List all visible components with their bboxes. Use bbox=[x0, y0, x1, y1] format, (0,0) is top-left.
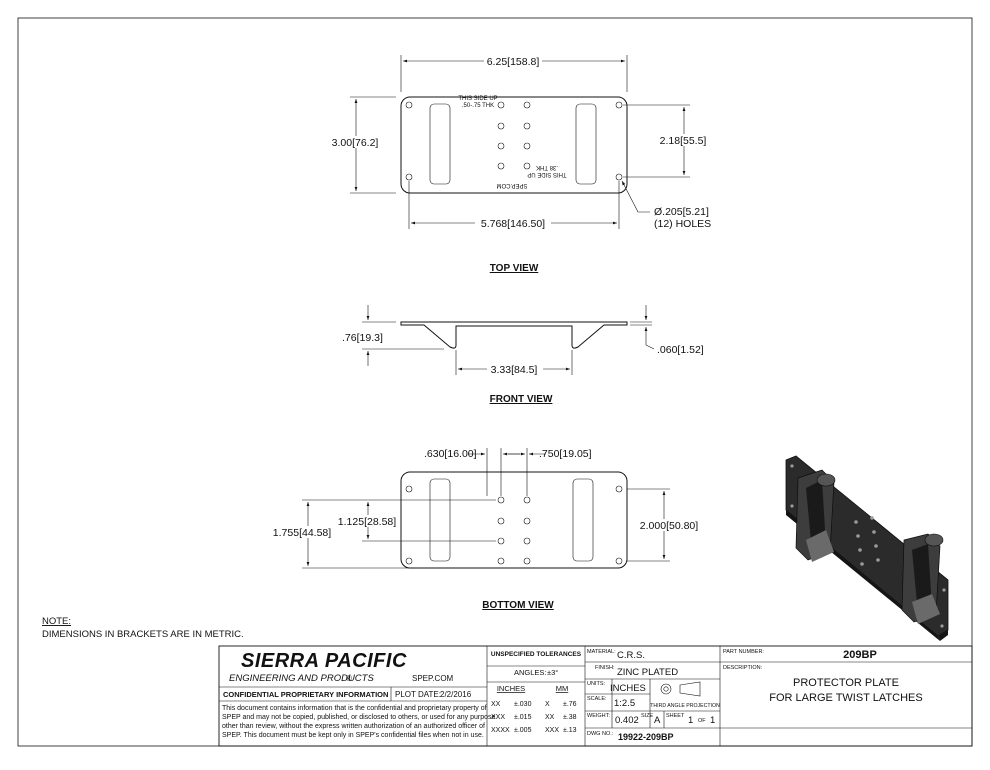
description-label: DESCRIPTION: bbox=[723, 665, 763, 671]
bottom-view-plate bbox=[400, 471, 628, 569]
sheet-total: 1 bbox=[710, 715, 715, 726]
company-name: SIERRA PACIFIC bbox=[241, 650, 407, 672]
tol-mm-header: MM bbox=[556, 684, 569, 693]
dwg-label: DWG NO.: bbox=[587, 731, 614, 737]
dim-hole-diameter: Ø.205[5.21] bbox=[654, 206, 709, 218]
tol-row: XXXX ±.005 XXX ±.13 bbox=[491, 727, 577, 734]
top-view-plate bbox=[400, 96, 628, 194]
svg-text:±.38: ±.38 bbox=[563, 714, 577, 721]
projection-label: THIRD ANGLE PROJECTION bbox=[650, 703, 720, 709]
bottom-view-holes bbox=[405, 485, 623, 565]
svg-text:XXX: XXX bbox=[545, 727, 559, 734]
tolerances-title: UNSPECIFIED TOLERANCES bbox=[491, 651, 582, 658]
dim-inner-height: 2.18[55.5] bbox=[660, 135, 707, 147]
dim-bottom-a: .630[16.00] bbox=[424, 448, 477, 460]
weight-label: WEIGHT: bbox=[587, 713, 610, 719]
top-view-title: TOP VIEW bbox=[490, 263, 539, 274]
bottom-view-title: BOTTOM VIEW bbox=[482, 600, 554, 611]
marking-website: SPEP.COM bbox=[497, 182, 528, 188]
note-text: DIMENSIONS IN BRACKETS ARE IN METRIC. bbox=[42, 629, 244, 640]
dwg-number: 19922-209BP bbox=[618, 732, 674, 742]
plot-date: 2/2/2016 bbox=[440, 690, 472, 699]
scale-label: SCALE: bbox=[587, 696, 607, 702]
top-view-slot-right bbox=[575, 103, 597, 185]
dim-bottom-e: 2.000[50.80] bbox=[640, 520, 698, 532]
tol-row: XX ±.030 X ±.76 bbox=[491, 701, 577, 708]
dim-hole-count: (12) HOLES bbox=[654, 218, 711, 230]
plot-date-label: PLOT DATE: bbox=[395, 690, 441, 699]
finish-label: FINISH: bbox=[595, 665, 615, 671]
sheet-label: SHEET bbox=[666, 713, 685, 719]
size-label: SIZE bbox=[641, 713, 654, 719]
weight-value: 0.402 bbox=[615, 715, 639, 726]
confidential-text-4: SPEP. This document must be kept only in… bbox=[222, 732, 484, 739]
front-view-title: FRONT VIEW bbox=[490, 394, 553, 405]
sheet-value: 1 bbox=[688, 715, 693, 726]
angles-label: ANGLES: bbox=[514, 668, 547, 677]
marking-thickness: .50-.75 THK bbox=[462, 103, 494, 109]
confidential-text-3: other than review, without the express w… bbox=[222, 723, 485, 730]
svg-text:±.030: ±.030 bbox=[514, 701, 532, 708]
dim-bottom-c: 1.755[44.58] bbox=[273, 527, 331, 539]
tol-row: XXX ±.015 XX ±.38 bbox=[491, 714, 577, 721]
isometric-view bbox=[785, 455, 949, 641]
svg-text:±.015: ±.015 bbox=[514, 714, 532, 721]
marking-thickness-inverted: .38 THK bbox=[536, 164, 558, 170]
dim-front-height: .76[19.3] bbox=[342, 332, 383, 344]
material-value: C.R.S. bbox=[617, 650, 645, 661]
units-label: UNITS: bbox=[587, 681, 606, 687]
svg-text:±.76: ±.76 bbox=[563, 701, 577, 708]
svg-text:X: X bbox=[545, 701, 550, 708]
registered-mark: ® bbox=[346, 674, 352, 683]
svg-text:±.005: ±.005 bbox=[514, 727, 532, 734]
material-label: MATERIAL: bbox=[587, 649, 616, 655]
title-block: SIERRA PACIFIC ENGINEERING AND PRODUCTS … bbox=[218, 645, 973, 747]
description-line-2: FOR LARGE TWIST LATCHES bbox=[769, 692, 922, 704]
dim-overall-height: 3.00[76.2] bbox=[332, 137, 379, 149]
front-view: .76[19.3] .060[1.52] 3.33[84.5] FRONT VI… bbox=[342, 305, 704, 405]
size-value: A bbox=[654, 715, 661, 726]
dim-bottom-d: 1.125[28.58] bbox=[338, 516, 396, 528]
svg-text:XX: XX bbox=[545, 714, 555, 721]
finish-value: ZINC PLATED bbox=[617, 667, 678, 678]
svg-text:±.13: ±.13 bbox=[563, 727, 577, 734]
company-subtitle: ENGINEERING AND PRODUCTS bbox=[229, 673, 374, 684]
front-view-profile bbox=[400, 321, 628, 349]
iso-holes bbox=[790, 464, 946, 628]
company-website: SPEP.COM bbox=[412, 674, 454, 683]
confidential-text-1: This document contains information that … bbox=[222, 705, 487, 712]
dim-bottom-b: .750[19.05] bbox=[539, 448, 592, 460]
note-title: NOTE: bbox=[42, 616, 71, 627]
marking-this-side-up-inverted: THIS SIDE UP bbox=[527, 171, 566, 177]
dim-front-spacing: 3.33[84.5] bbox=[491, 364, 538, 376]
dim-front-thickness: .060[1.52] bbox=[657, 344, 704, 356]
units-value: INCHES bbox=[610, 683, 646, 694]
dim-overall-width: 6.25[158.8] bbox=[487, 56, 540, 68]
confidential-title: CONFIDENTIAL PROPRIETARY INFORMATION bbox=[223, 690, 388, 699]
angles-value: ±3° bbox=[547, 668, 558, 677]
marking-this-side-up: THIS SIDE UP bbox=[458, 96, 497, 102]
svg-text:XX: XX bbox=[491, 701, 501, 708]
scale-value: 1:2.5 bbox=[614, 698, 635, 709]
top-view: THIS SIDE UP .50-.75 THK THIS SIDE UP .3… bbox=[330, 55, 711, 274]
sheet-of-label: OF bbox=[698, 718, 706, 724]
dim-hole-spacing: 5.768[146.50] bbox=[481, 218, 545, 230]
third-angle-projection-icon bbox=[660, 681, 701, 697]
description-line-1: PROTECTOR PLATE bbox=[793, 677, 899, 689]
confidential-text-2: SPEP and may not be copied, published, o… bbox=[222, 714, 496, 721]
part-number: 209BP bbox=[843, 649, 877, 661]
hole-callout-leader bbox=[621, 180, 650, 213]
part-number-label: PART NUMBER: bbox=[723, 649, 764, 655]
tol-inches-header: INCHES bbox=[497, 684, 525, 693]
top-view-holes bbox=[405, 101, 623, 181]
bottom-view: .630[16.00] .750[19.05] 1.755[44.58] 1.1… bbox=[272, 448, 700, 611]
svg-text:XXXX: XXXX bbox=[491, 727, 510, 734]
svg-text:XXX: XXX bbox=[491, 714, 505, 721]
top-view-slot-left bbox=[429, 103, 451, 185]
